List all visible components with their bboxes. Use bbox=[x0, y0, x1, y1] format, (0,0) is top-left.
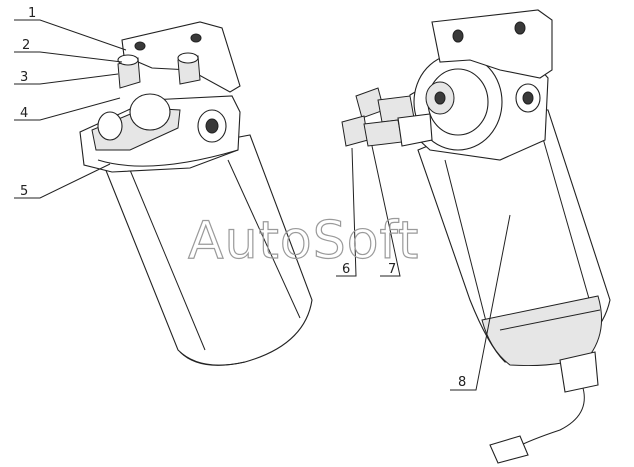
callout-3: 3 bbox=[20, 70, 28, 85]
callout-7: 7 bbox=[388, 262, 396, 277]
callout-4: 4 bbox=[20, 106, 28, 121]
callout-5: 5 bbox=[20, 184, 28, 199]
callout-labels: 1 2 3 4 5 6 7 8 bbox=[20, 6, 466, 390]
callout-1: 1 bbox=[28, 6, 36, 21]
left-filter-assembly bbox=[79, 21, 313, 366]
callout-6: 6 bbox=[342, 262, 350, 277]
watermark-text: AutoSoft bbox=[188, 211, 419, 271]
leader-lines bbox=[14, 19, 511, 391]
callout-2: 2 bbox=[22, 38, 30, 53]
callout-8: 8 bbox=[458, 375, 466, 390]
right-filter-assembly bbox=[341, 9, 611, 464]
